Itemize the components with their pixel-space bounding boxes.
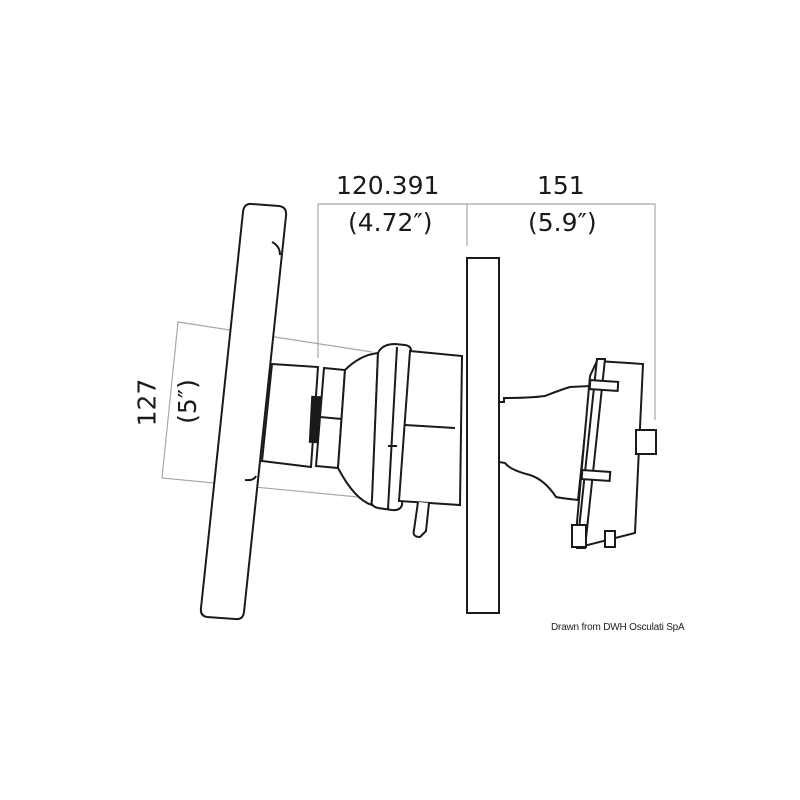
dimension-top-right-inch: (5.9″) — [528, 208, 597, 237]
steering-wheel-rim — [199, 202, 288, 621]
dimension-top-left-inch: (4.72″) — [348, 208, 433, 237]
dimension-top-left-mm: 120.391 — [336, 171, 440, 200]
dimension-left-inch: (5″) — [172, 379, 202, 424]
helm-body — [397, 349, 464, 539]
helm-bezel — [336, 342, 413, 512]
dimension-left-mm: 127 — [132, 378, 162, 427]
dimension-lines — [161, 203, 656, 498]
steering-hub — [260, 362, 347, 470]
dashboard-panel — [466, 257, 500, 614]
dimension-top-right-mm: 151 — [537, 171, 585, 200]
rear-gear-unit — [498, 358, 657, 549]
drawing-credit: Drawn from DWH Osculati SpA — [551, 622, 685, 633]
